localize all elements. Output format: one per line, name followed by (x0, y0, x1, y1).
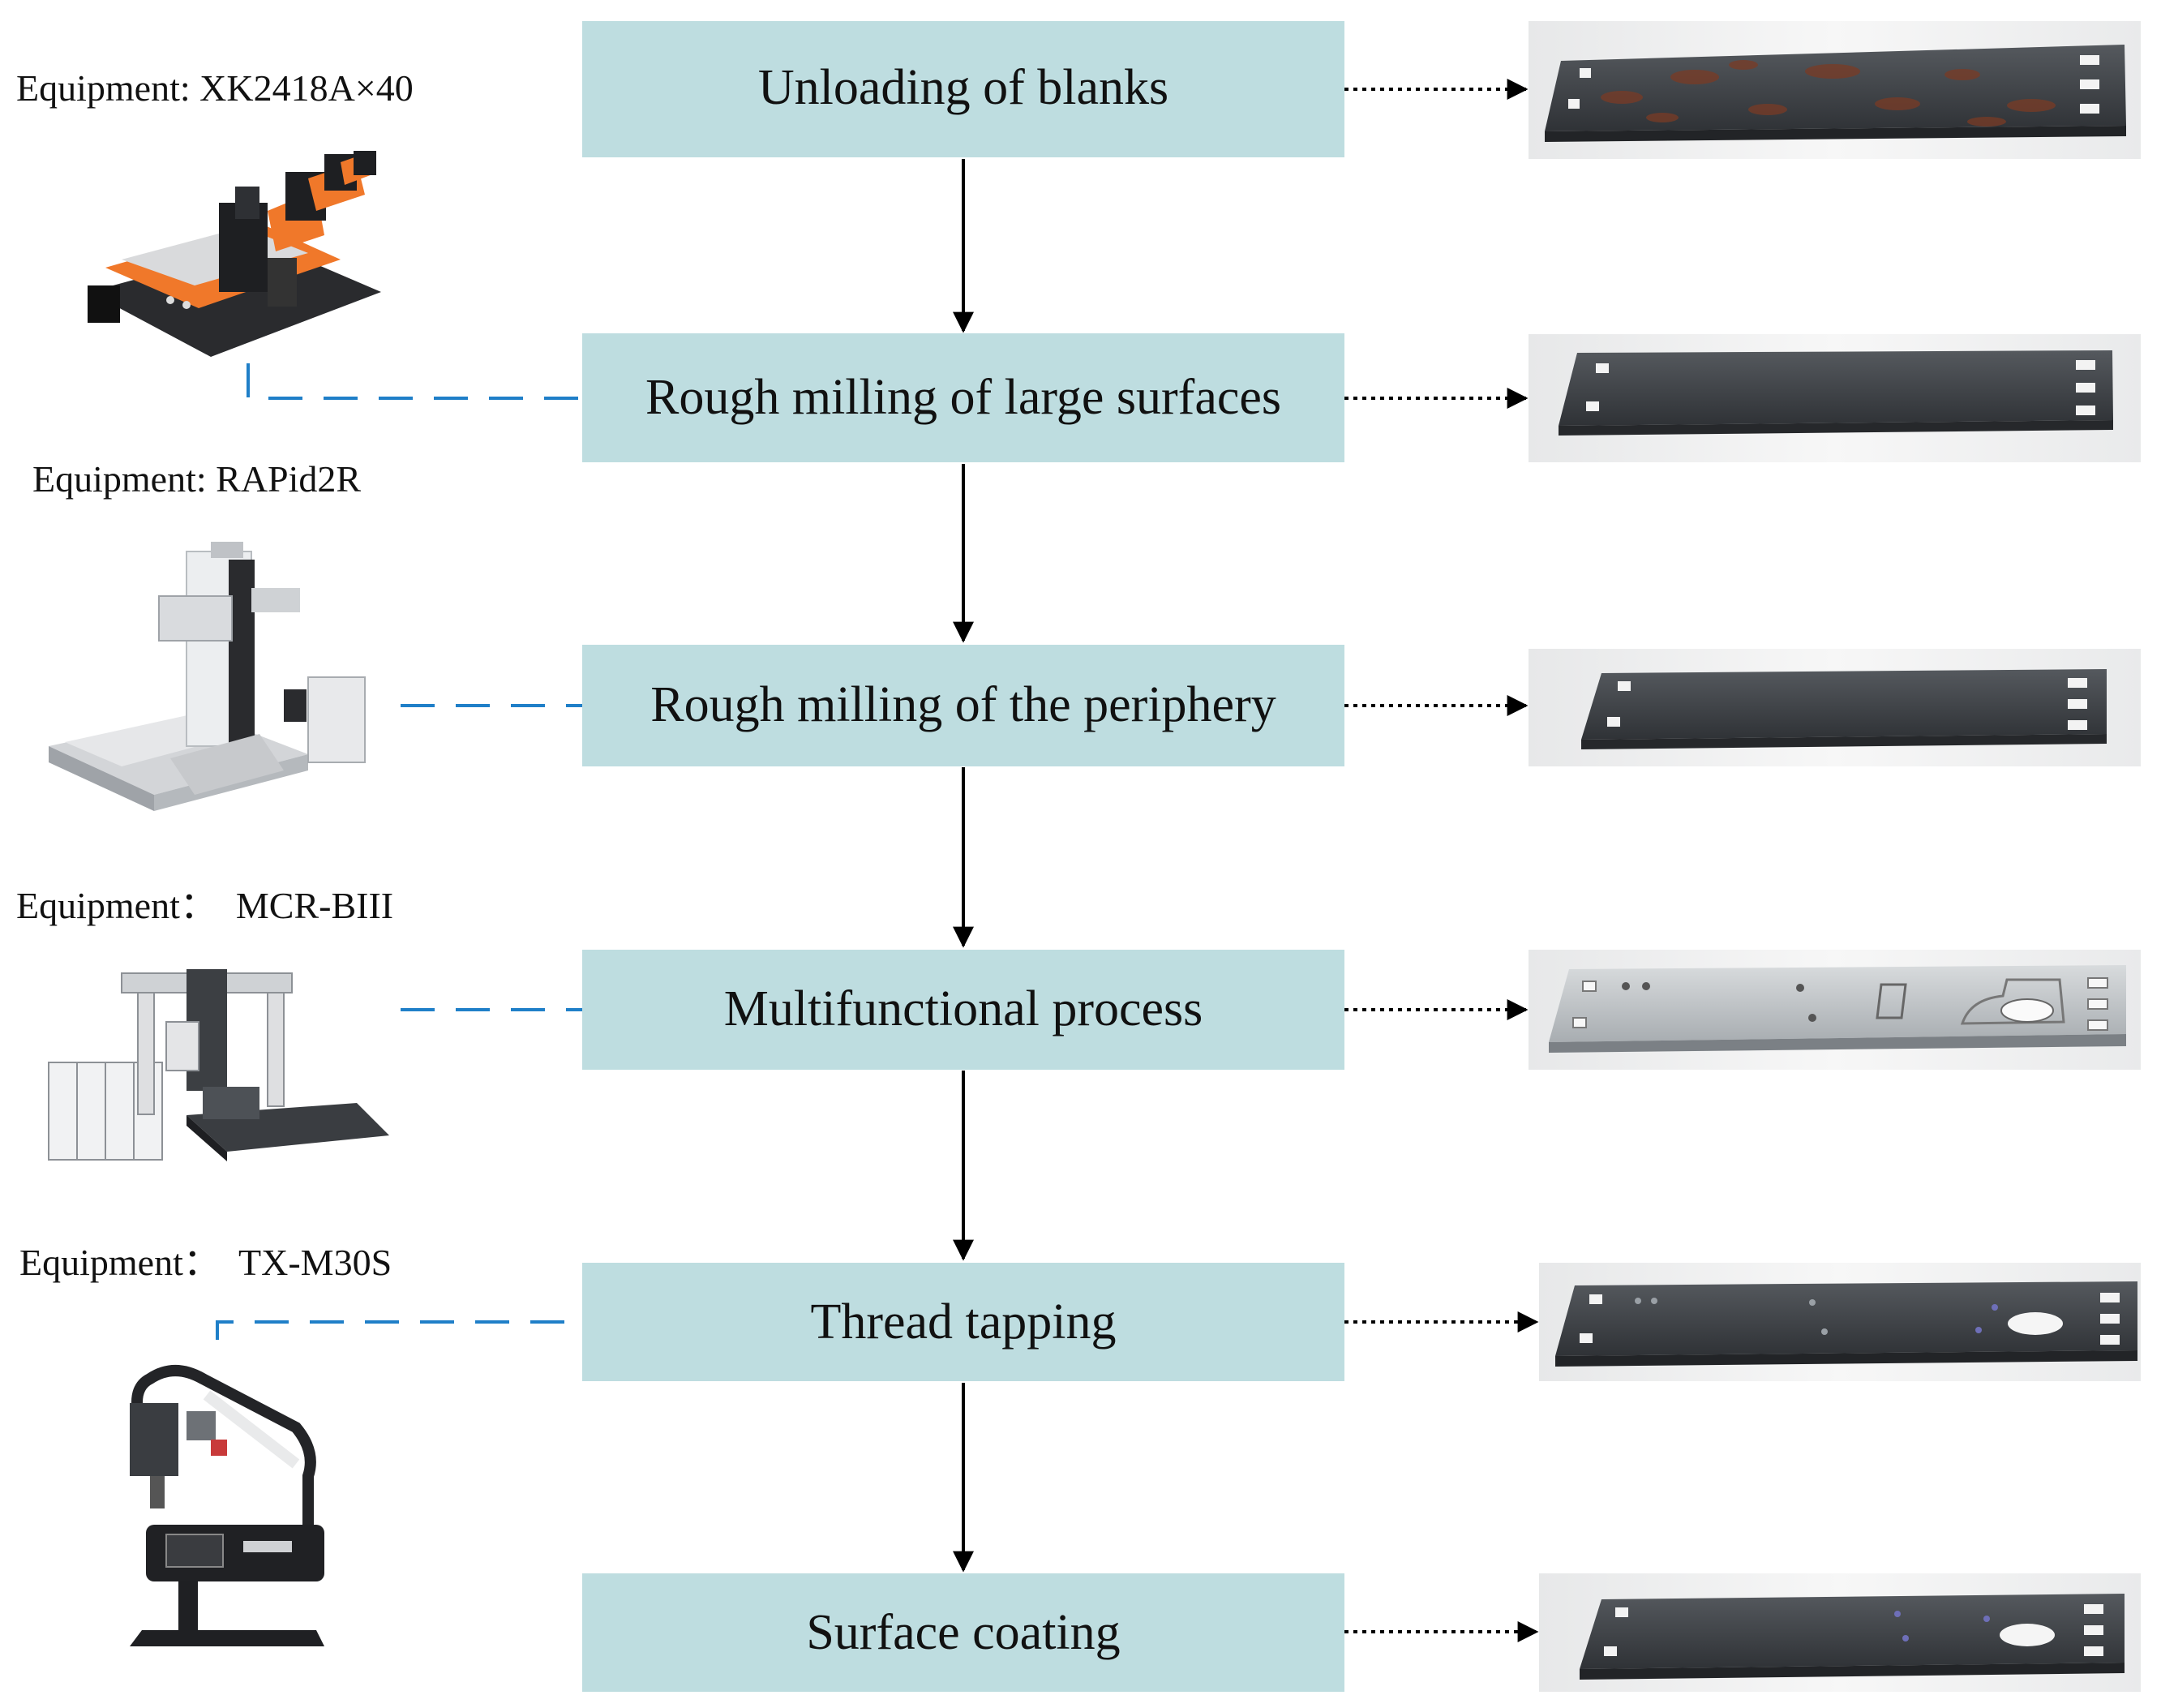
step-box-1: Unloading of blanks (582, 21, 1344, 157)
step-box-2: Rough milling of large surfaces (582, 333, 1344, 462)
step-box-6: Surface coating (582, 1573, 1344, 1692)
part-images (1529, 21, 2141, 1692)
process-steps: Unloading of blanks Rough milling of lar… (582, 21, 1344, 1692)
step-label-3: Rough milling of the periphery (650, 677, 1276, 732)
step-label-2: Rough milling of large surfaces (645, 370, 1281, 425)
coated-plate-icon (1539, 1573, 2141, 1692)
equipment-labels: Equipment: XK2418A×40 Equipment: RAPid2R… (16, 67, 414, 1283)
step-label-1: Unloading of blanks (758, 60, 1168, 115)
step-box-3: Rough milling of the periphery (582, 645, 1344, 766)
gantry-milling-machine-icon (88, 151, 381, 357)
rusty-blank-plate-icon (1529, 21, 2141, 159)
machined-plate-icon (1529, 950, 2141, 1070)
periphery-milled-plate-icon (1529, 649, 2141, 766)
step-label-5: Thread tapping (810, 1294, 1116, 1350)
tapping-arm-machine-icon (130, 1365, 324, 1646)
equipment-label-1: Equipment: XK2418A×40 (16, 67, 414, 109)
tapped-plate-icon (1539, 1263, 2141, 1381)
equipment-link-1 (247, 363, 584, 400)
equipment-label-4: Equipment： TX-M30S (19, 1242, 392, 1283)
milled-plate-icon (1529, 334, 2141, 462)
bridge-machining-center-icon (48, 969, 389, 1161)
equipment-links (216, 363, 584, 1340)
step-label-4: Multifunctional process (724, 981, 1203, 1036)
equipment-label-2: Equipment: RAPid2R (32, 458, 361, 500)
part-arrows (1344, 79, 1539, 1642)
equipment-link-4 (216, 1320, 584, 1340)
step-label-6: Surface coating (806, 1605, 1120, 1660)
step-box-5: Thread tapping (582, 1263, 1344, 1381)
equipment-label-3: Equipment： MCR-BIII (16, 885, 393, 926)
step-box-4: Multifunctional process (582, 950, 1344, 1070)
floor-boring-machine-icon (49, 542, 366, 811)
